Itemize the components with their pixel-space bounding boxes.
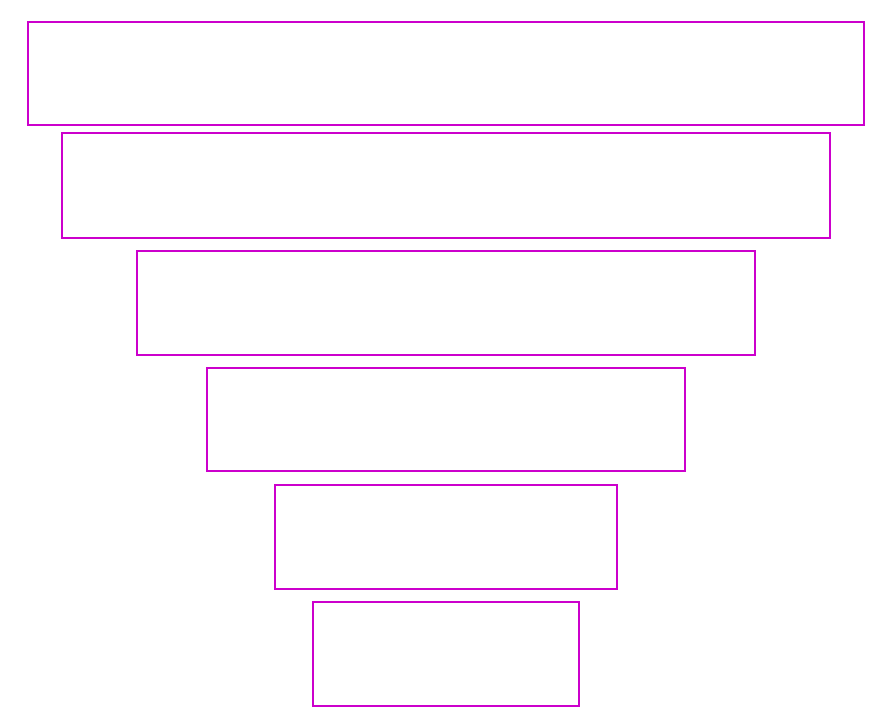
funnel-stage-2 [61,132,831,239]
funnel-stage-5 [274,484,618,590]
funnel-stage-6 [312,601,580,707]
funnel-stage-3 [136,250,756,356]
funnel-stage-4 [206,367,686,472]
funnel-stage-1 [27,21,865,126]
